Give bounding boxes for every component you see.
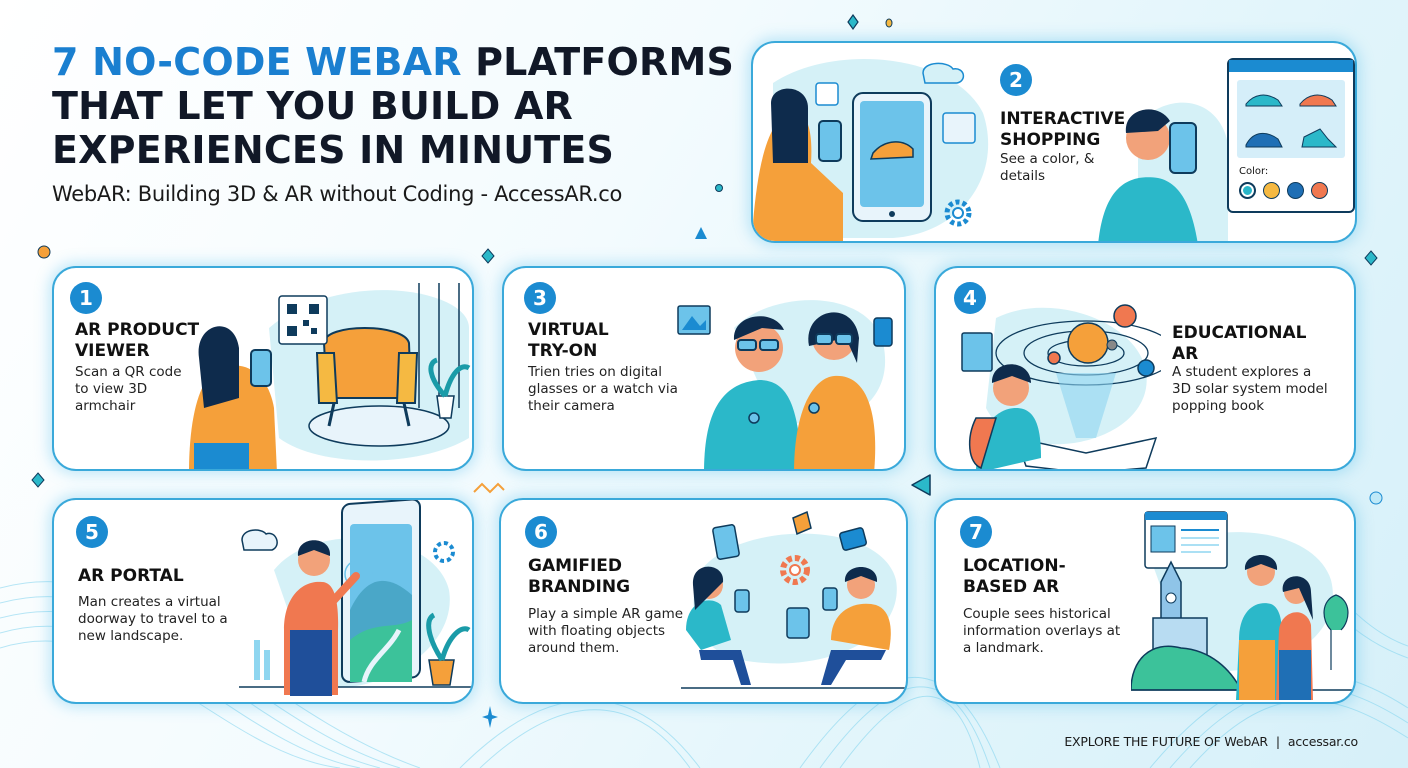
card-title: INTERACTIVE SHOPPING	[1000, 109, 1126, 150]
diamond-sparkle-icon	[481, 248, 495, 264]
card-virtual-try-on: 3 VIRTUAL TRY-ON Trien tries on digital …	[502, 266, 906, 471]
man-with-phone-illustration	[1098, 102, 1228, 241]
zigzag-icon	[473, 482, 505, 494]
landmark-overlay-illustration	[1131, 511, 1354, 700]
star-sparkle-icon	[482, 706, 498, 728]
card-description: Man creates a virtual doorway to travel …	[78, 594, 228, 644]
card-title: LOCATION- BASED AR	[963, 556, 1066, 597]
card-title: AR PRODUCT VIEWER	[75, 320, 200, 361]
step-badge-4: 4	[954, 282, 986, 314]
triangle-sparkle-icon	[695, 227, 707, 239]
diamond-sparkle-icon	[847, 14, 859, 30]
card-title: VIRTUAL TRY-ON	[528, 320, 609, 361]
page-title-line-1: 7 NO-CODE WEBAR PLATFORMS	[52, 40, 742, 84]
card-ar-product-viewer: 1 AR PRODUCT VIEWER Scan a QR code to vi…	[52, 266, 474, 471]
page-title-line-2: THAT LET YOU BUILD AR	[52, 84, 574, 128]
sneaker-blue-icon	[1245, 132, 1283, 147]
card-interactive-shopping: 2 INTERACTIVE SHOPPING See a color, & de…	[751, 41, 1357, 243]
portal-doorway-illustration	[239, 500, 472, 696]
card-description: Play a simple AR game with floating obje…	[528, 606, 684, 656]
title-accent: 7 NO-CODE WEBAR	[52, 40, 462, 84]
color-swatch-yellow[interactable]	[1263, 182, 1280, 199]
ar-game-illustration	[681, 510, 906, 689]
card-educational-ar: 4 EDUCATIONAL AR A student explores a 3D…	[934, 266, 1356, 471]
step-badge-7: 7	[960, 516, 992, 548]
color-swatch-blue[interactable]	[1287, 182, 1304, 199]
card-description: Couple sees historical information overl…	[963, 606, 1121, 656]
sneaker-orange-icon	[1299, 94, 1337, 106]
card-title: GAMIFIED BRANDING	[528, 556, 631, 597]
card-description: Trien tries on digital glasses or a watc…	[528, 364, 678, 414]
footer-separator: |	[1275, 734, 1280, 749]
dot-icon	[715, 184, 723, 192]
dot-icon	[37, 245, 51, 259]
card-title: AR PORTAL	[78, 566, 184, 586]
step-badge-3: 3	[524, 282, 556, 314]
card-description: A student explores a 3D solar system mod…	[1172, 364, 1328, 414]
card-gamified-branding: 6 GAMIFIED BRANDING Play a simple AR gam…	[499, 498, 908, 704]
card-title: EDUCATIONAL AR	[1172, 323, 1307, 364]
card-description: Scan a QR code to view 3D armchair	[75, 364, 182, 414]
footer: EXPLORE THE FUTURE OF WebAR | accessar.co	[1064, 734, 1358, 749]
card-description: See a color, & details	[1000, 151, 1095, 184]
product-color-panel: Color:	[1227, 58, 1355, 213]
step-badge-2: 2	[1000, 64, 1032, 96]
high-top-sneaker-icon	[1301, 127, 1338, 147]
shopping-tablet-illustration	[753, 59, 989, 241]
card-ar-portal: 5 AR PORTAL Man creates a virtual doorwa…	[52, 498, 474, 704]
footer-site-link[interactable]: accessar.co	[1287, 734, 1358, 749]
diamond-sparkle-icon	[1364, 250, 1378, 266]
diamond-sparkle-icon	[31, 472, 45, 488]
sneaker-teal-icon	[1245, 94, 1283, 106]
step-badge-6: 6	[525, 516, 557, 548]
color-label: Color:	[1239, 166, 1269, 177]
card-location-based-ar: 7 LOCATION- BASED AR Couple sees histori…	[934, 498, 1356, 704]
footer-tagline: EXPLORE THE FUTURE OF WebAR	[1064, 734, 1268, 749]
play-triangle-icon	[911, 474, 931, 496]
dot-icon	[885, 18, 893, 28]
step-badge-5: 5	[76, 516, 108, 548]
header: 7 NO-CODE WEBAR PLATFORMS THAT LET YOU B…	[52, 40, 742, 206]
dot-icon	[1369, 491, 1383, 505]
title-rest: PLATFORMS	[461, 40, 735, 84]
couple-glasses-illustration	[677, 300, 893, 469]
page-subtitle: WebAR: Building 3D & AR without Coding -…	[52, 182, 623, 206]
step-badge-1: 1	[70, 282, 102, 314]
color-swatch-coral[interactable]	[1311, 182, 1328, 199]
solar-system-book-illustration	[961, 304, 1161, 469]
page-title-line-3: EXPERIENCES IN MINUTES	[52, 128, 615, 172]
color-swatch-teal[interactable]	[1239, 182, 1256, 199]
armchair-room-illustration	[189, 283, 471, 469]
